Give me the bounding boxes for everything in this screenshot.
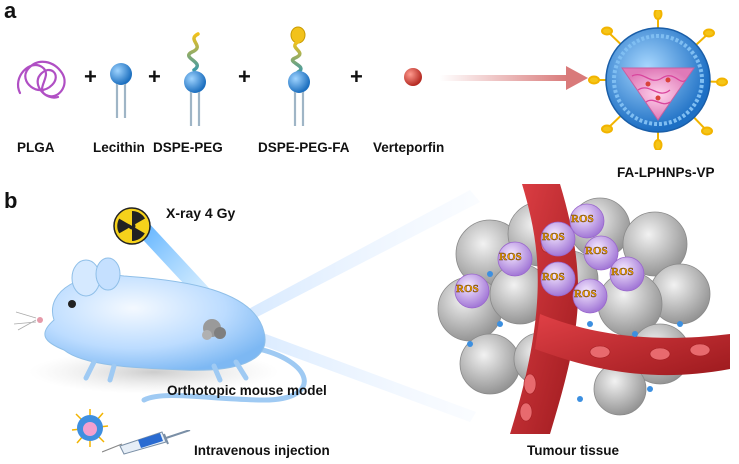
plus-sign-2: + (148, 64, 161, 89)
label-injection: Intravenous injection (194, 443, 330, 458)
synthesis-arrow-icon (440, 66, 588, 90)
label-tumour-tissue: Tumour tissue (527, 443, 620, 458)
ros-label: ROS (574, 288, 597, 300)
verteporfin-drug-icon (404, 68, 422, 86)
ros-label: ROS (611, 266, 634, 278)
ros-bubbles (454, 203, 645, 314)
label-product: FA-LPHNPs-VP (617, 165, 715, 180)
ros-label: ROS (542, 231, 565, 243)
lecithin-lipid-icon (110, 63, 132, 118)
plus-sign-1: + (84, 64, 97, 89)
radiation-hazard-icon (113, 207, 151, 245)
plus-sign-4: + (350, 64, 363, 89)
label-mouse-model: Orthotopic mouse model (167, 383, 327, 398)
panel-a-letter: a (4, 0, 17, 23)
ros-label: ROS (456, 283, 479, 295)
label-dspe-peg-fa: DSPE-PEG-FA (258, 140, 350, 155)
plga-polymer-icon (17, 60, 66, 99)
dspe-peg-fa-icon (288, 26, 310, 126)
panel-b-letter: b (4, 188, 18, 213)
mouse-model-icon (14, 257, 307, 403)
fa-lphnps-vp-nanoparticle-icon (588, 10, 728, 150)
syringe-icon (102, 430, 191, 455)
ros-label: ROS (571, 213, 594, 225)
plus-sign-3: + (238, 64, 251, 89)
ros-label: ROS (542, 271, 565, 283)
ros-label: ROS (585, 245, 608, 257)
label-dspe-peg: DSPE-PEG (153, 140, 223, 155)
label-plga: PLGA (17, 140, 55, 155)
ros-label: ROS (499, 251, 522, 263)
small-nanoparticle-icon (71, 409, 109, 447)
dspe-peg-icon (184, 32, 206, 126)
label-verteporfin: Verteporfin (373, 140, 445, 155)
label-xray-dose: X-ray 4 Gy (166, 205, 236, 221)
ros-labels: ROS ROS ROS ROS ROS ROS ROS ROS (430, 184, 730, 344)
label-lecithin: Lecithin (93, 140, 145, 155)
